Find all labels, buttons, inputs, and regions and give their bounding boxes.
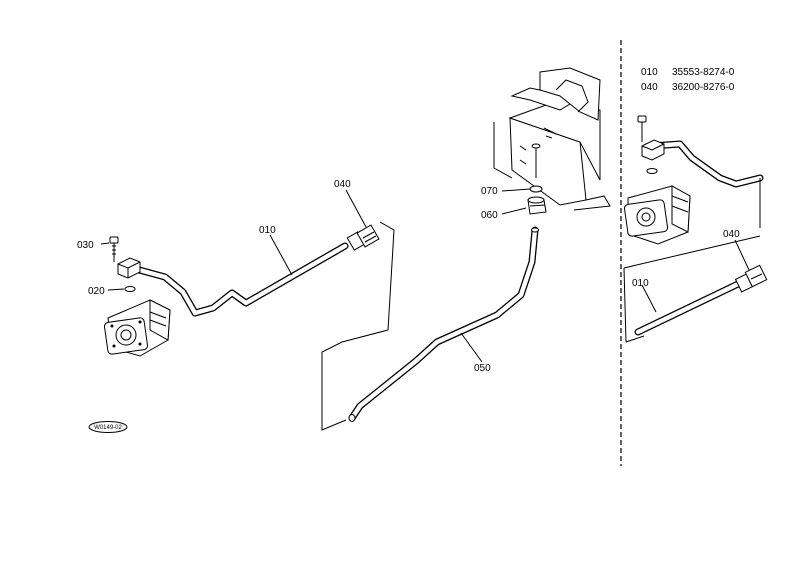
inset-pipe-upper — [648, 140, 764, 188]
part-number-table: 010 35553-8274-0 040 36200-8276-0 — [641, 67, 735, 93]
part-number-010: 35553-8274-0 — [672, 67, 735, 78]
flange-block-left — [117, 257, 141, 279]
part-ref-040: 040 — [641, 82, 658, 93]
inset-o-ring — [646, 168, 658, 174]
callout-070: 070 — [481, 186, 498, 197]
fitting-040-left — [346, 224, 380, 251]
inset-callout-010: 010 — [632, 278, 649, 289]
callout-030: 030 — [77, 240, 94, 251]
hydraulic-tank — [493, 67, 611, 211]
hydraulic-pump-left — [103, 299, 171, 357]
inset-callout-040: 040 — [723, 229, 740, 240]
o-ring-070 — [529, 185, 543, 193]
callout-040: 040 — [334, 179, 351, 190]
inset-panel-outline — [623, 178, 761, 343]
pipe-010 — [128, 242, 349, 317]
inset-flange-block — [641, 139, 665, 161]
inset-bolt — [637, 115, 647, 142]
inset-pipe-010 — [634, 280, 742, 336]
drawing-id: W0149-02 — [94, 425, 122, 431]
connector-060 — [527, 196, 547, 215]
inset-fitting-040 — [734, 264, 768, 293]
part-number-040: 36200-8276-0 — [672, 82, 735, 93]
pipe-panel-outline — [321, 221, 395, 431]
inset-pump — [623, 185, 691, 245]
callout-020: 020 — [88, 286, 105, 297]
pipe-050 — [348, 226, 539, 422]
o-ring-020 — [124, 286, 136, 292]
callout-010: 010 — [259, 225, 276, 236]
bolt-030 — [109, 236, 119, 262]
part-ref-010: 010 — [641, 67, 658, 78]
callout-050: 050 — [474, 363, 491, 374]
callout-060: 060 — [481, 210, 498, 221]
leader-lines — [100, 188, 750, 363]
drawing-id-stamp: W0149-02 — [88, 421, 128, 433]
